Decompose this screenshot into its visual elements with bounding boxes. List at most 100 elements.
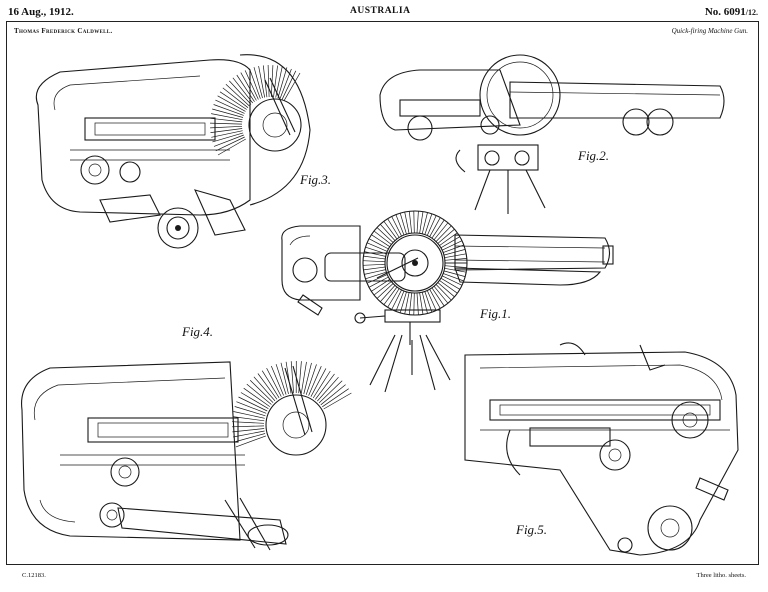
feed-plate-line: [249, 380, 274, 403]
feed-disc-rim: [362, 210, 468, 316]
feed-plate-line: [253, 376, 276, 402]
feed-plate-line: [236, 401, 267, 414]
feed-plate-line: [243, 387, 271, 407]
feed-plate-line: [371, 234, 390, 247]
feed-plate-line: [376, 283, 394, 299]
footer-reference: C.12183.: [22, 572, 46, 579]
feed-plate-line: [210, 117, 243, 123]
patent-number-main: No. 6091: [704, 6, 746, 18]
feed-plate-line: [365, 246, 387, 255]
feed-plate-line: [439, 280, 458, 294]
feed-plate-line: [373, 281, 392, 296]
feed-plate-line: [444, 253, 467, 259]
figure-5-label: Fig.5.: [515, 522, 547, 537]
feed-plate-line: [277, 67, 288, 99]
feed-plate-line: [280, 362, 289, 394]
feed-plate-line: [368, 276, 389, 288]
footer-sheet-count: Three litho. sheets.: [696, 572, 746, 579]
feed-plate-line: [444, 258, 467, 261]
inventor-name: Thomas Frederick Caldwell.: [14, 27, 113, 35]
feed-plate-line: [439, 232, 458, 246]
feed-plate-line: [232, 77, 253, 104]
figure-4-feed-disc-plates: [231, 360, 352, 448]
figure-1-feed-disc-plates: [362, 210, 468, 316]
figure-3-label: Fig.3.: [299, 172, 331, 187]
feed-plate-line: [442, 273, 464, 282]
feed-plate-line: [437, 228, 455, 244]
feed-plate-line: [213, 134, 244, 147]
feed-plate-line: [257, 373, 278, 400]
figure-2-label: Fig.2.: [577, 148, 609, 163]
patent-number: No. 6091/12.: [705, 6, 758, 18]
figure-4-drawing: [21, 361, 327, 551]
feed-plate-line: [435, 225, 452, 242]
feed-plate-line: [310, 368, 327, 397]
figure-5-drawing: [464, 342, 739, 556]
feed-plate-line: [236, 74, 255, 102]
feed-plate-line: [413, 210, 415, 234]
feed-plate-line: [308, 366, 322, 396]
feed-plate-line: [246, 383, 272, 405]
feed-plate-line: [209, 122, 243, 125]
feed-plate-line: [211, 130, 243, 138]
feed-plate-line: [300, 361, 307, 394]
feed-plate-line: [320, 384, 346, 406]
feed-plate-line: [290, 361, 294, 394]
feed-plate-line: [210, 125, 243, 129]
feed-plate-line: [217, 138, 246, 156]
feed-plate-line: [444, 265, 467, 268]
feed-plate-line: [365, 271, 387, 280]
feed-plate-line: [383, 286, 398, 305]
figure-1-drawing: [281, 225, 614, 393]
feed-plate-line: [408, 211, 413, 234]
invention-title: Quick-firing Machine Gun.: [671, 27, 748, 35]
feed-plate-line: [215, 136, 245, 152]
feed-plate-line: [416, 292, 419, 315]
feed-plate-line: [215, 99, 245, 114]
feed-plate-line: [244, 70, 259, 100]
figure-2-drawing: [379, 54, 725, 214]
feed-plate-line: [275, 66, 283, 98]
feed-plate-line: [419, 211, 424, 234]
feed-plate-line: [395, 214, 405, 236]
feed-plate-line: [380, 224, 396, 241]
feed-plate-line: [240, 392, 269, 410]
feed-plate-line: [281, 70, 297, 100]
feed-plate-line: [283, 72, 301, 101]
feed-plate-line: [440, 277, 460, 290]
feed-plate-line: [421, 212, 428, 234]
feed-plate-line: [443, 270, 466, 277]
feed-plate-line: [217, 95, 246, 112]
feed-plate-line: [285, 361, 292, 394]
patent-date: 16 Aug., 1912.: [8, 6, 74, 18]
feed-plate-line: [323, 392, 352, 410]
feed-plate-line: [318, 380, 343, 404]
feed-plate-line: [404, 211, 410, 234]
feed-plate-line: [429, 289, 441, 309]
feed-plate-line: [419, 292, 424, 315]
feed-plate-line: [229, 80, 252, 105]
feed-plate-line: [373, 230, 392, 245]
feed-plate-line: [443, 249, 466, 256]
drawing-sheet-frame: [6, 21, 759, 565]
feed-plate-line: [303, 362, 312, 395]
feed-plate-line: [416, 211, 419, 234]
feed-plate-line: [270, 65, 274, 98]
feed-plate-line: [363, 263, 386, 266]
feed-plate-line: [366, 242, 388, 252]
feed-plate-line: [234, 406, 266, 417]
feed-plate-line: [233, 411, 265, 419]
patent-number-suffix: /12.: [745, 8, 758, 17]
feed-plate-line: [364, 251, 386, 257]
feed-plate-line: [238, 396, 268, 412]
feed-plate-line: [240, 72, 257, 101]
feed-plate-line: [210, 128, 243, 133]
feed-plate-line: [232, 416, 265, 422]
feed-plate-line: [253, 67, 263, 99]
feed-plate-line: [231, 425, 265, 428]
feed-plate-line: [421, 292, 428, 314]
feed-plate-line: [275, 364, 287, 395]
feed-plate-line: [441, 275, 463, 286]
feed-plate-line: [387, 218, 400, 238]
